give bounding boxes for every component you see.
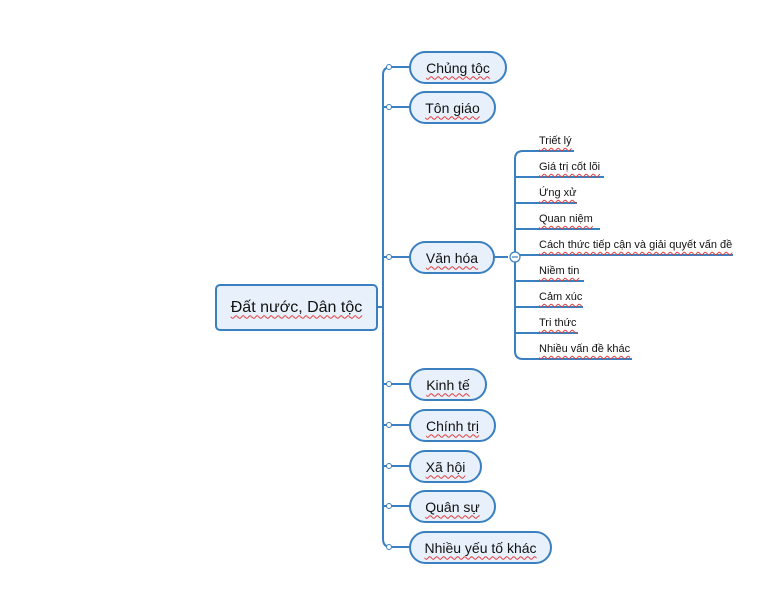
subtopic-cam-xuc[interactable]: Cảm xúc <box>539 291 583 303</box>
junction-dot <box>386 422 392 428</box>
junction-dot <box>386 503 392 509</box>
topic-label: Chủng tộc <box>426 59 490 76</box>
topic-ton-giao[interactable]: Tôn giáo <box>409 91 496 124</box>
topic-label: Quân sự <box>425 498 480 515</box>
topic-label: Chính trị <box>426 417 479 434</box>
junction-dot <box>386 381 392 387</box>
junction-dot <box>386 463 392 469</box>
subtopic-cach-thuc[interactable]: Cách thức tiếp cận và giải quyết vấn đề <box>539 239 733 251</box>
topic-xa-hoi[interactable]: Xã hội <box>409 450 482 483</box>
junction-dot <box>386 64 392 70</box>
topic-chung-toc[interactable]: Chủng tộc <box>409 51 507 84</box>
subtopic-tri-thuc[interactable]: Tri thức <box>539 317 577 329</box>
root-topic-label: Đất nước, Dân tộc <box>230 298 363 316</box>
junction-dot <box>386 254 392 260</box>
topic-label: Kinh tế <box>426 376 470 393</box>
topic-quan-su[interactable]: Quân sự <box>409 490 496 523</box>
collapse-toggle-icon[interactable] <box>509 251 521 263</box>
subtopic-triet-ly[interactable]: Triết lý <box>539 135 572 147</box>
culture-trunk <box>514 150 524 360</box>
main-trunk <box>382 66 392 548</box>
topic-label: Văn hóa <box>425 249 479 266</box>
subtopic-niem-tin[interactable]: Niềm tin <box>539 265 580 277</box>
subtopic-ung-xu[interactable]: Ứng xử <box>539 187 577 199</box>
junction-dot <box>386 104 392 110</box>
topic-kinh-te[interactable]: Kinh tế <box>409 368 487 401</box>
topic-label: Nhiều yếu tố khác <box>424 539 537 556</box>
junction-dot <box>386 544 392 550</box>
topic-nhieu-yeu-to-khac[interactable]: Nhiều yếu tố khác <box>409 531 552 564</box>
topic-van-hoa[interactable]: Văn hóa <box>409 241 495 274</box>
subtopic-quan-niem[interactable]: Quan niệm <box>539 213 593 225</box>
root-topic[interactable]: Đất nước, Dân tộc <box>215 284 378 331</box>
topic-chinh-tri[interactable]: Chính trị <box>409 409 496 442</box>
subtopic-gia-tri-cot-loi[interactable]: Giá trị cốt lõi <box>539 161 601 173</box>
topic-label: Xã hội <box>425 458 466 475</box>
subtopic-nhieu-van-de-khac[interactable]: Nhiều vấn đề khác <box>539 343 631 355</box>
topic-label: Tôn giáo <box>425 99 480 116</box>
